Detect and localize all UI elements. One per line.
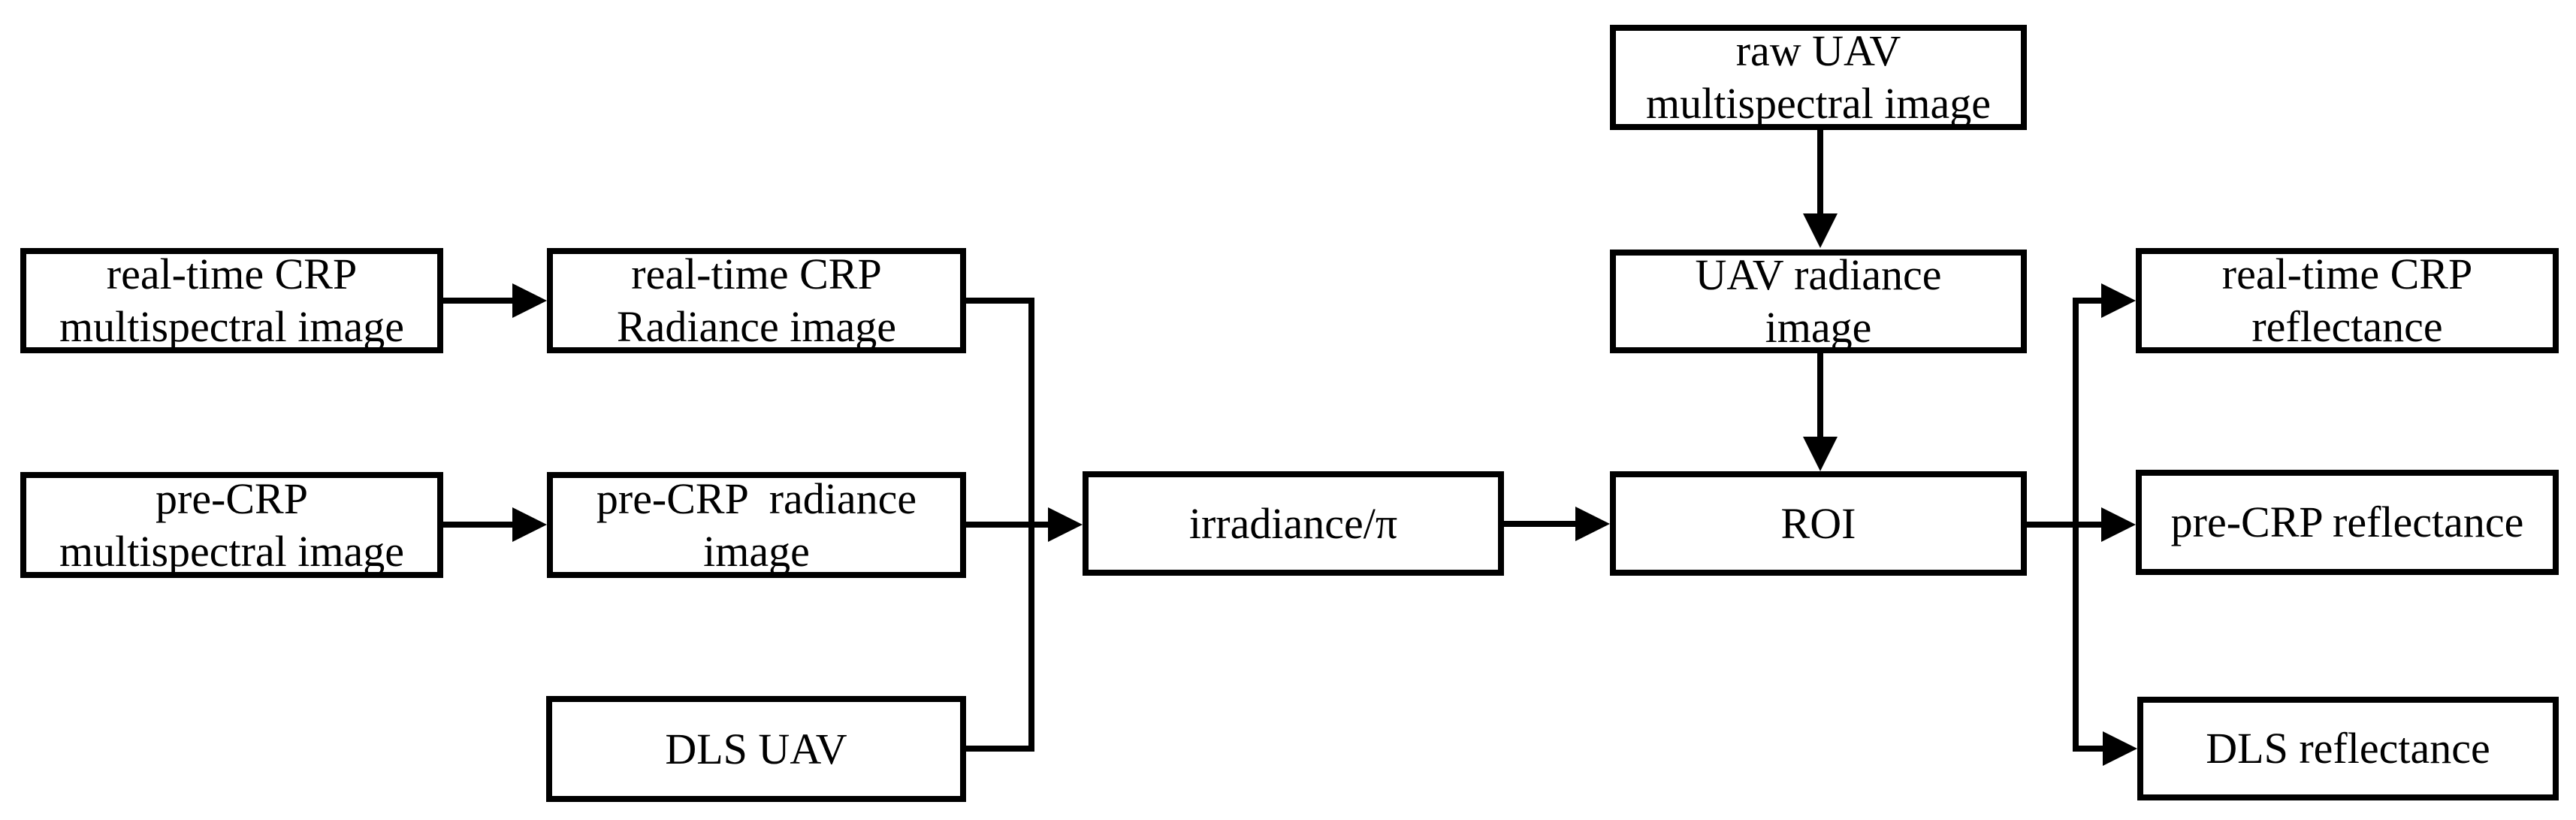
node-pre-crp-radiance-image: pre-CRP radiance image	[547, 472, 966, 578]
node-label: image	[703, 526, 810, 576]
node-label: ROI	[1780, 498, 1856, 548]
node-label: raw UAV	[1735, 26, 1901, 75]
node-label: DLS UAV	[665, 724, 847, 773]
node-label: reflectance	[2251, 302, 2443, 351]
node-label: image	[1765, 303, 1872, 352]
node-label: multispectral image	[1645, 79, 1991, 128]
edge-uav-radiance-to-roi	[1803, 352, 1838, 471]
node-label: Radiance image	[617, 302, 896, 351]
node-label: real-time CRP	[106, 250, 358, 298]
node-label: pre-CRP reflectance	[2170, 498, 2524, 546]
edge-irradiance-to-roi	[1501, 507, 1610, 541]
node-dls-uav: DLS UAV	[546, 696, 966, 802]
node-label: pre-CRP	[156, 474, 308, 523]
node-label: DLS reflectance	[2206, 724, 2490, 773]
edge-rt-ms-to-rt-radiance	[440, 283, 547, 318]
node-real-time-crp-radiance-image: real-time CRP Radiance image	[547, 248, 966, 353]
node-real-time-crp-reflectance: real-time CRP reflectance	[2136, 248, 2559, 353]
node-label: multispectral image	[59, 526, 404, 576]
edge-roi-branch	[2024, 283, 2137, 766]
edge-pre-ms-to-pre-radiance	[440, 507, 547, 542]
node-pre-crp-multispectral-image: pre-CRP multispectral image	[20, 472, 443, 578]
node-label: real-time CRP	[631, 250, 882, 298]
node-label: multispectral image	[59, 302, 404, 351]
node-dls-reflectance: DLS reflectance	[2137, 697, 2559, 800]
node-label: real-time CRP	[2221, 250, 2473, 298]
node-real-time-crp-multispectral-image: real-time CRP multispectral image	[20, 248, 443, 353]
edge-collector-bus	[963, 298, 1083, 752]
edge-raw-to-uav-radiance	[1803, 128, 1838, 248]
node-pre-crp-reflectance: pre-CRP reflectance	[2136, 470, 2559, 575]
node-label: pre-CRP radiance	[596, 474, 917, 523]
node-roi: ROI	[1610, 471, 2027, 576]
node-irradiance-pi: irradiance/π	[1083, 471, 1504, 576]
node-raw-uav-multispectral-image: raw UAV multispectral image	[1610, 25, 2027, 130]
node-label: UAV radiance	[1695, 250, 1942, 299]
node-uav-radiance-image: UAV radiance image	[1610, 250, 2027, 353]
node-label: irradiance/π	[1188, 498, 1398, 548]
